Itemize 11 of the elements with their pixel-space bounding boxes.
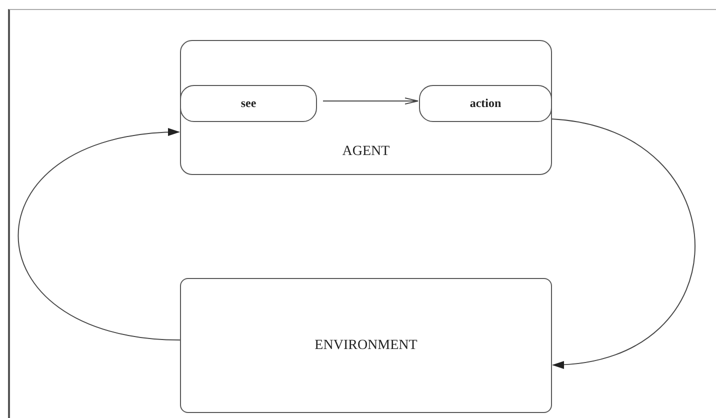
box-label: action (470, 96, 502, 111)
rounded-box (419, 85, 552, 122)
box-label: see (240, 96, 256, 111)
arrow (322, 98, 418, 104)
rounded-box (180, 40, 552, 175)
rounded-box (180, 278, 552, 413)
arrow (18, 128, 180, 340)
arrow (552, 118, 696, 368)
box-label: ENVIRONMENT (314, 338, 418, 354)
rounded-box (180, 85, 317, 122)
box-label: AGENT (342, 144, 390, 160)
